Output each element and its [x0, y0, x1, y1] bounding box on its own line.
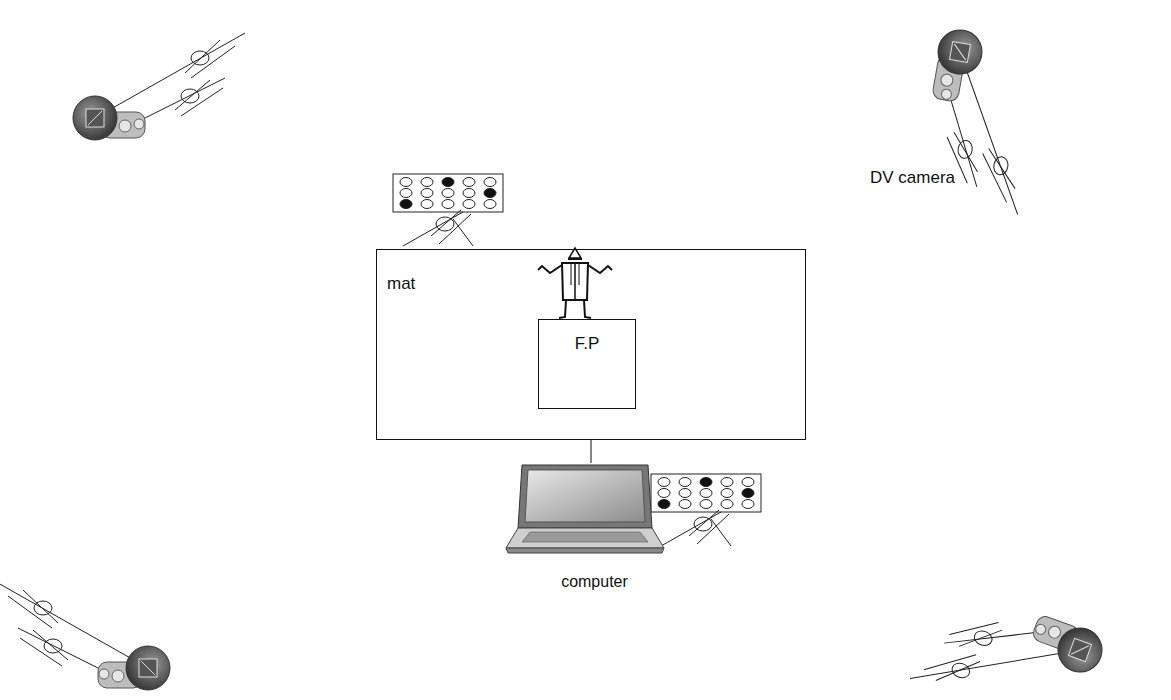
node-label: mat	[387, 274, 415, 294]
marker-panel	[393, 174, 503, 246]
camera-label: DV camera	[870, 168, 955, 188]
force-plate: F.P	[538, 319, 636, 409]
marker-panel	[651, 474, 761, 546]
cable-line	[591, 440, 592, 463]
subject-figure	[538, 248, 612, 318]
laptop-icon	[506, 465, 664, 553]
dv-camera	[73, 33, 245, 140]
node-label: F.P	[539, 334, 635, 354]
mat-area: matF.P	[376, 249, 806, 440]
dv-camera	[910, 578, 1108, 700]
computer-node: computer	[509, 463, 680, 597]
node-label: computer	[509, 573, 680, 591]
dv-camera	[0, 583, 170, 690]
